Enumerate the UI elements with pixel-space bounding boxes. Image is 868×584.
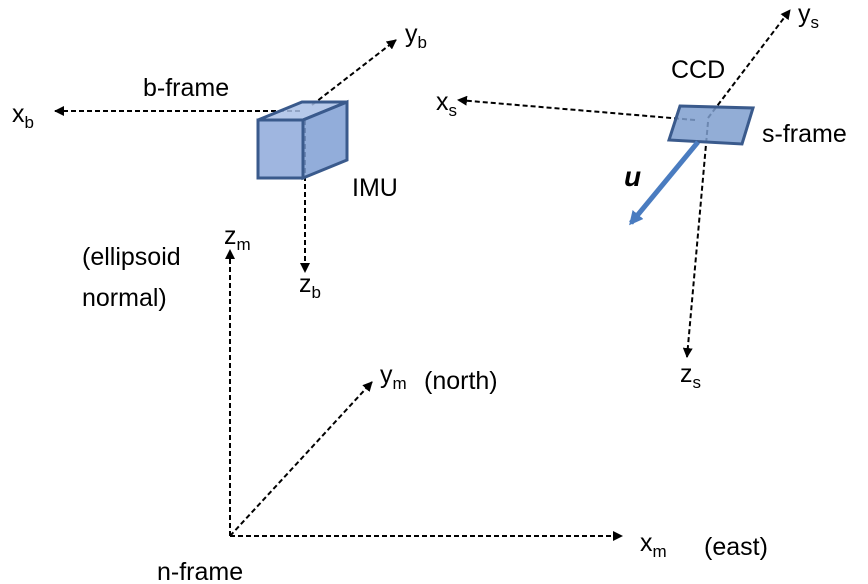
ccd-sensor — [666, 104, 756, 146]
zm-label: zm — [224, 222, 251, 254]
b-frame-label: b-frame — [143, 74, 229, 102]
yb-axis — [311, 39, 397, 106]
s-frame-label: s-frame — [762, 120, 847, 148]
north-label: (north) — [424, 367, 498, 395]
xs-label: xs — [436, 88, 457, 120]
u-label: u — [624, 161, 641, 192]
ys-axis — [707, 9, 791, 119]
imu-label: IMU — [352, 174, 398, 202]
xs-axis — [457, 95, 696, 121]
zb-label: zb — [299, 270, 321, 302]
zs-axis — [682, 121, 709, 358]
s-frame-group: CCD s-frame u xs ys zs — [436, 0, 847, 392]
xb-label: xb — [12, 100, 34, 132]
n-frame-label: n-frame — [157, 558, 243, 584]
u-vector — [629, 140, 700, 226]
b-frame-group: b-frame IMU xb yb zb — [12, 20, 427, 302]
east-label: (east) — [704, 533, 768, 561]
zs-label: zs — [680, 360, 701, 392]
ym-axis — [229, 381, 373, 537]
ym-label: ym — [380, 361, 407, 393]
ellipsoid-normal-label-line2: normal) — [82, 284, 167, 312]
xm-label: xm — [640, 529, 667, 561]
ccd-label: CCD — [671, 56, 725, 84]
ellipsoid-normal-label-line1: (ellipsoid — [82, 243, 181, 271]
yb-label: yb — [405, 20, 427, 52]
n-frame-group: (ellipsoid normal) zm ym (north) xm (eas… — [82, 222, 768, 584]
imu-box-front — [256, 118, 305, 180]
ys-label: ys — [798, 0, 819, 32]
imu-box — [256, 99, 349, 181]
